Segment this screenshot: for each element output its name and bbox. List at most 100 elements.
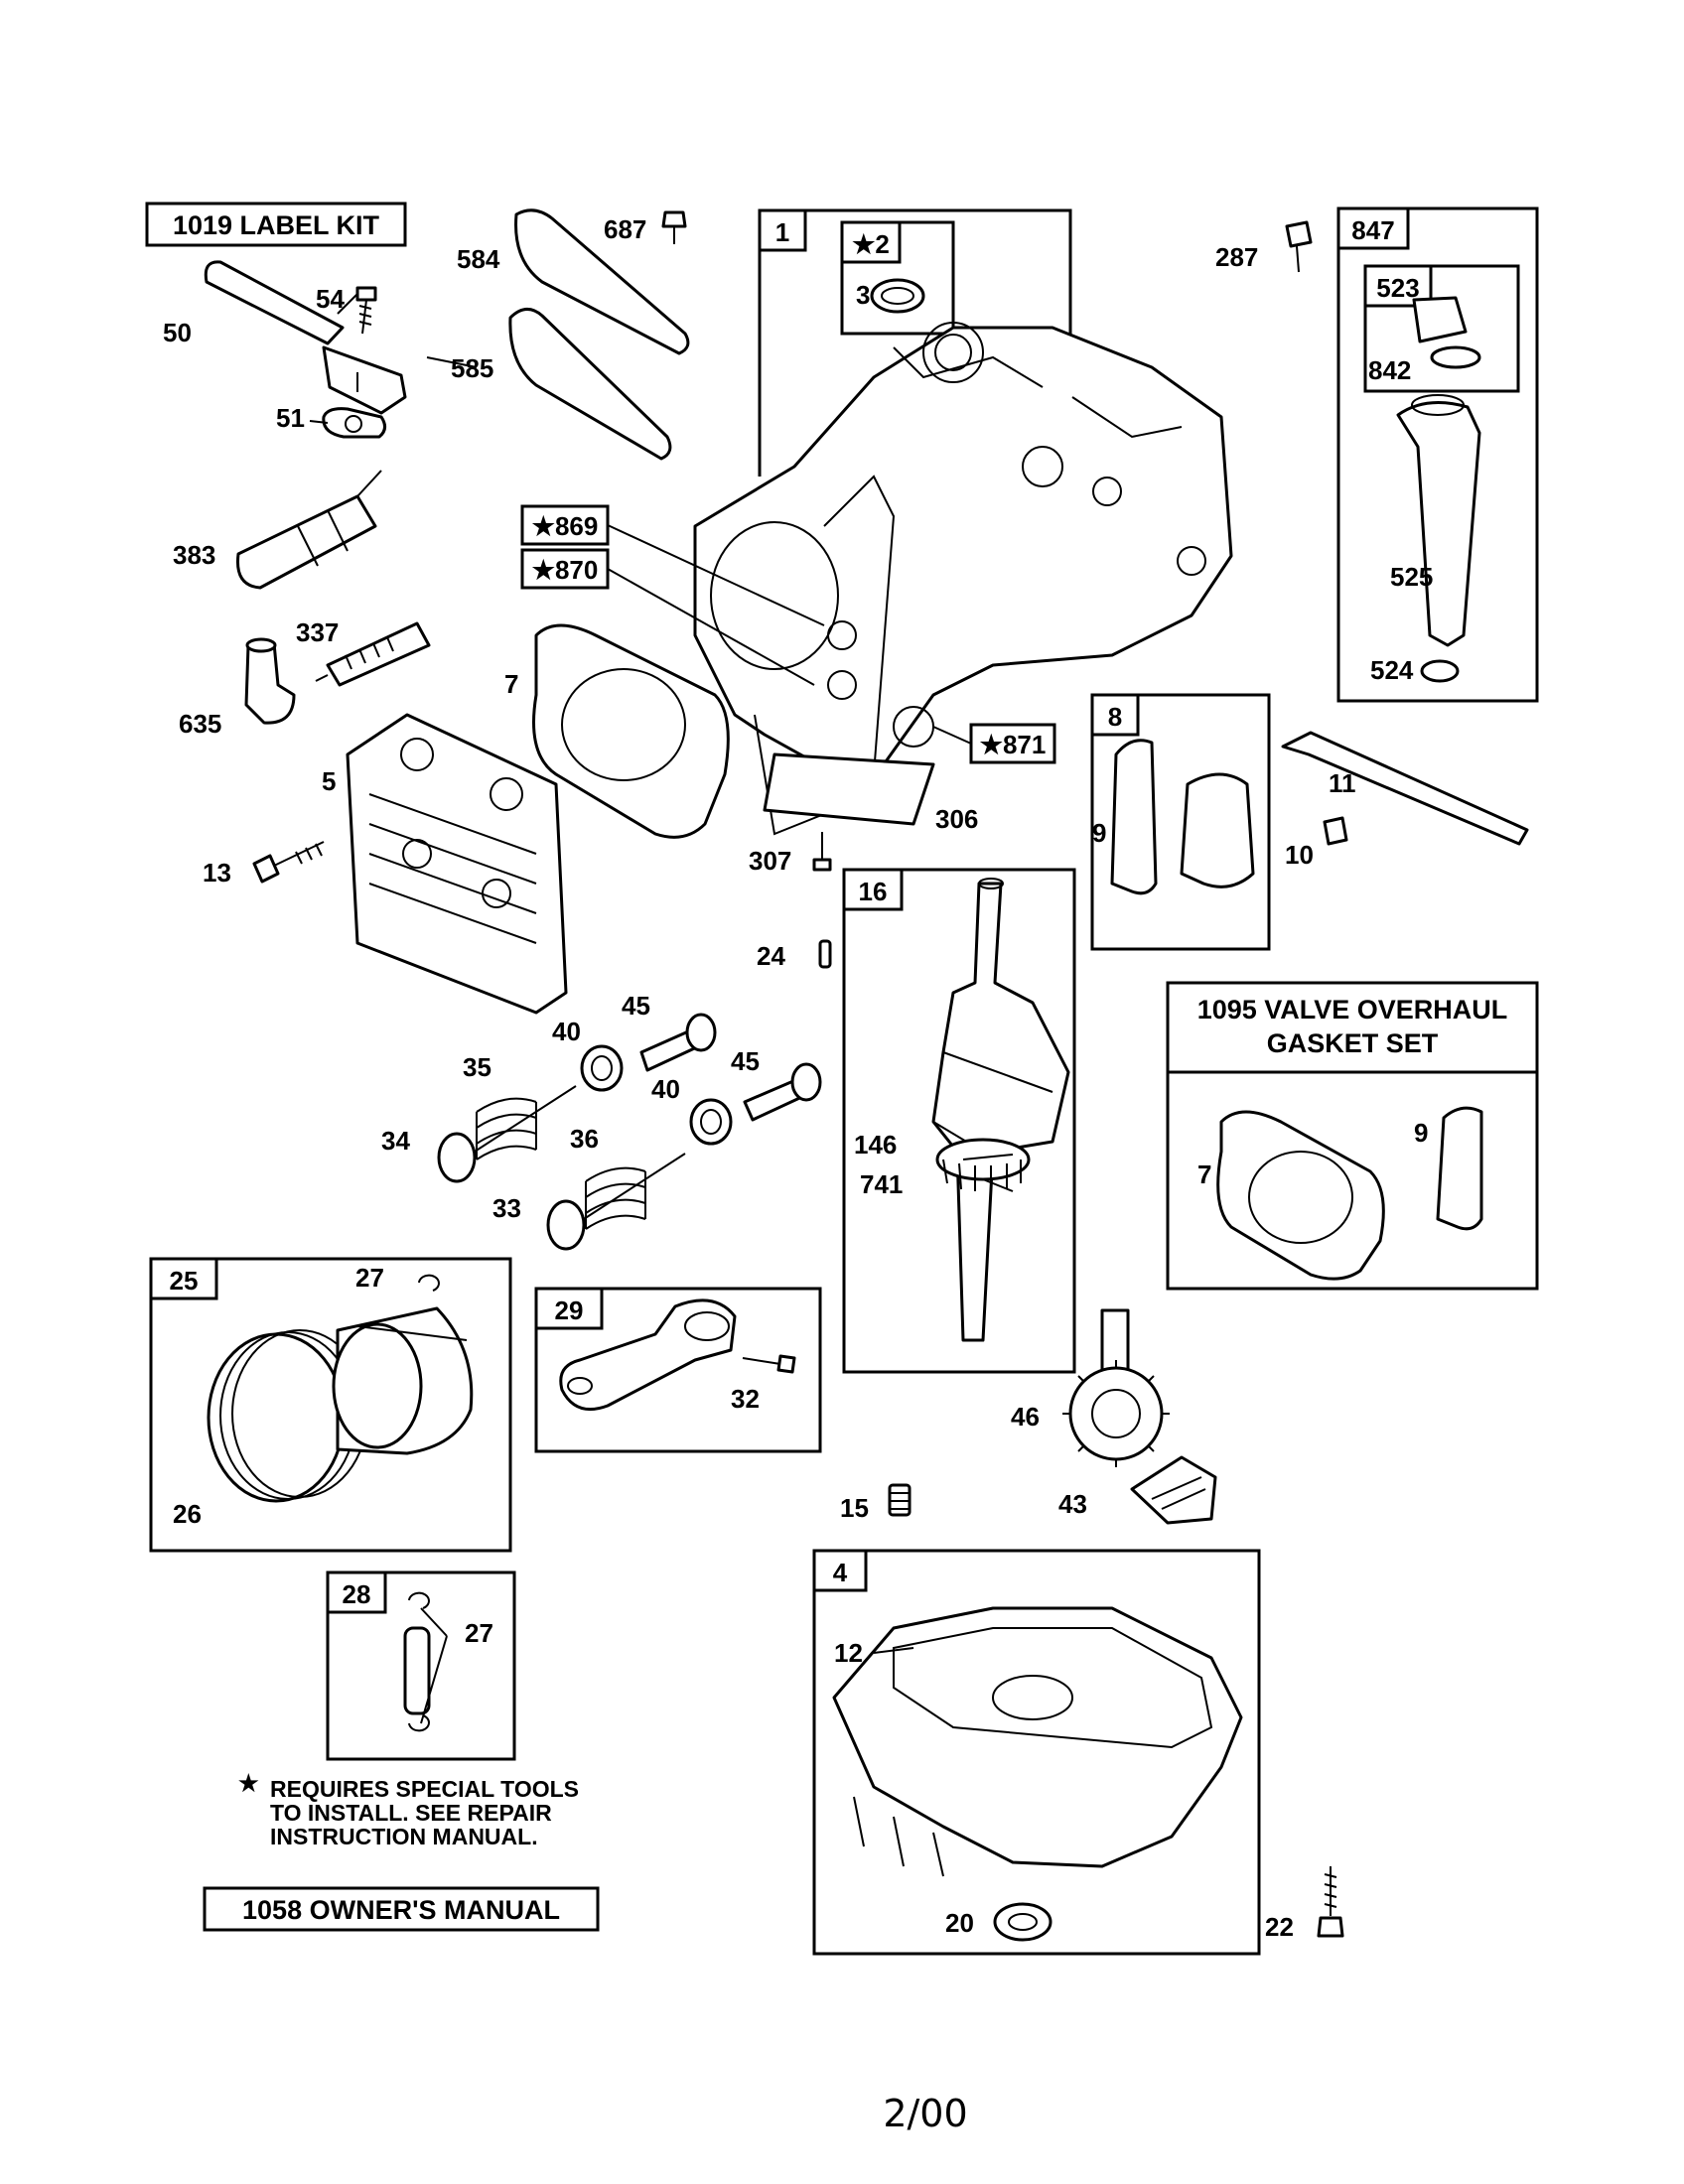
cylinder-head-5-part (346, 713, 568, 1015)
callout-33: 33 (492, 1193, 521, 1223)
callout-45-lower: 45 (731, 1046, 760, 1076)
svg-text:25: 25 (170, 1266, 199, 1296)
piston-assembly-box: 25 (149, 1257, 512, 1553)
callout-7: 7 (504, 669, 518, 699)
svg-text:★871: ★871 (980, 730, 1047, 759)
bolt-32-part (742, 1354, 796, 1374)
svg-text:523: 523 (1376, 273, 1419, 303)
page-date: 2/00 (883, 2092, 967, 2135)
svg-text:847: 847 (1351, 215, 1394, 245)
callout-15: 15 (840, 1493, 869, 1523)
breather-gasket-9-part (1110, 739, 1158, 895)
svg-text:28: 28 (343, 1579, 371, 1609)
plug-10-part (1323, 816, 1348, 846)
svg-text:INSTRUCTION MANUAL.: INSTRUCTION MANUAL. (270, 1824, 538, 1849)
connecting-rod-box: 29 (534, 1287, 822, 1453)
svg-text:1095 VALVE OVERHAUL: 1095 VALVE OVERHAUL (1197, 995, 1508, 1024)
piston-pin-box: 28 (326, 1570, 516, 1761)
screw-54-part (355, 286, 377, 335)
spark-plug-337-part (315, 621, 431, 687)
callout-741: 741 (860, 1169, 903, 1199)
valve-overhaul-box: 1095 VALVE OVERHAUL GASKET SET (1166, 981, 1539, 1291)
svg-text:TO INSTALL. SEE REPAIR: TO INSTALL. SEE REPAIR (270, 1800, 552, 1826)
oil-seal-20-part (993, 1902, 1052, 1942)
breather-tube-383-part (235, 470, 382, 590)
clip-27-upper-part (418, 1274, 440, 1292)
svg-text:★869: ★869 (532, 511, 599, 541)
callout-337: 337 (296, 617, 339, 647)
star-869-box: ★869 (520, 504, 610, 546)
gasket-51-part (322, 407, 386, 439)
callout-383: 383 (173, 540, 215, 570)
crankshaft-box: 16 (842, 868, 1076, 1374)
callout-524: 524 (1370, 655, 1414, 685)
callout-842: 842 (1368, 355, 1411, 385)
cylinder-box-number: 1 (775, 217, 789, 247)
svg-text:REQUIRES SPECIAL TOOLS: REQUIRES SPECIAL TOOLS (270, 1776, 579, 1802)
label-kit-title: 1019 LABEL KIT (173, 210, 380, 240)
crankshaft-part (931, 878, 1070, 1342)
valve-34-part (437, 1085, 577, 1183)
owners-manual-box: 1058 OWNER'S MANUAL (203, 1886, 600, 1932)
callout-146: 146 (854, 1130, 897, 1160)
governor-43-part (1130, 1455, 1217, 1525)
plug-15-part (888, 1483, 912, 1517)
callout-43: 43 (1058, 1489, 1087, 1519)
seal-3-part (870, 278, 925, 314)
callout-5: 5 (322, 766, 336, 796)
callout-306: 306 (935, 804, 978, 834)
callout-7-overhaul: 7 (1197, 1160, 1211, 1189)
valve-33-part (546, 1153, 686, 1251)
callout-13: 13 (203, 858, 231, 887)
bolt-22-part (1317, 1866, 1344, 1938)
camshaft-46-part (1062, 1308, 1170, 1467)
callout-687: 687 (604, 214, 646, 244)
svg-text:★870: ★870 (532, 555, 599, 585)
callout-50: 50 (163, 318, 192, 347)
screw-307-part (812, 832, 832, 872)
breather-box: 8 (1090, 693, 1271, 951)
special-tools-note: ★ REQUIRES SPECIAL TOOLS TO INSTALL. SEE… (238, 1770, 579, 1849)
oring-524-part (1420, 659, 1460, 683)
sump-box: 4 (812, 1549, 1261, 1956)
callout-635: 635 (179, 709, 221, 739)
star-871-box: ★871 (969, 723, 1056, 764)
callout-20: 20 (945, 1908, 974, 1938)
callout-51: 51 (276, 403, 305, 433)
callout-307: 307 (749, 846, 791, 876)
dipstick-tube-part (1396, 394, 1481, 647)
label-kit-box: 1019 LABEL KIT (145, 202, 407, 247)
callout-9-overhaul: 9 (1414, 1118, 1428, 1148)
callout-24: 24 (757, 941, 785, 971)
callout-287: 287 (1215, 242, 1258, 272)
callout-27-lower: 27 (465, 1618, 493, 1648)
svg-text:29: 29 (555, 1296, 584, 1325)
svg-text:8: 8 (1108, 702, 1122, 732)
callout-54: 54 (316, 284, 345, 314)
star-870-box: ★870 (520, 548, 610, 590)
connecting-rod-part (559, 1298, 737, 1411)
cylinder-box: 1 ★2 (758, 208, 1072, 477)
piston-pin-part (403, 1626, 431, 1715)
callout-34: 34 (381, 1126, 410, 1156)
callout-10: 10 (1285, 840, 1314, 870)
callout-36: 36 (570, 1124, 599, 1154)
callout-12: 12 (834, 1638, 863, 1668)
callout-35: 35 (463, 1052, 491, 1082)
callout-3: 3 (856, 280, 870, 310)
bolt-13-part (252, 841, 325, 884)
callout-26: 26 (173, 1499, 202, 1529)
breather-cover-part (1180, 772, 1255, 888)
callout-40-upper: 40 (552, 1017, 581, 1046)
sump-cover-part (832, 1606, 1243, 1877)
engine-block-part (693, 322, 1233, 836)
dipstick-tube-box: 847 523 (1336, 206, 1539, 703)
screw-687-part (661, 210, 687, 244)
callout-584: 584 (457, 244, 500, 274)
valve-guide-45-upper-part (639, 1013, 717, 1072)
svg-text:4: 4 (833, 1558, 848, 1587)
svg-text:GASKET SET: GASKET SET (1267, 1028, 1439, 1058)
spark-plug-boot-635-part (244, 637, 296, 725)
dipstick-cap-part (1412, 296, 1481, 369)
